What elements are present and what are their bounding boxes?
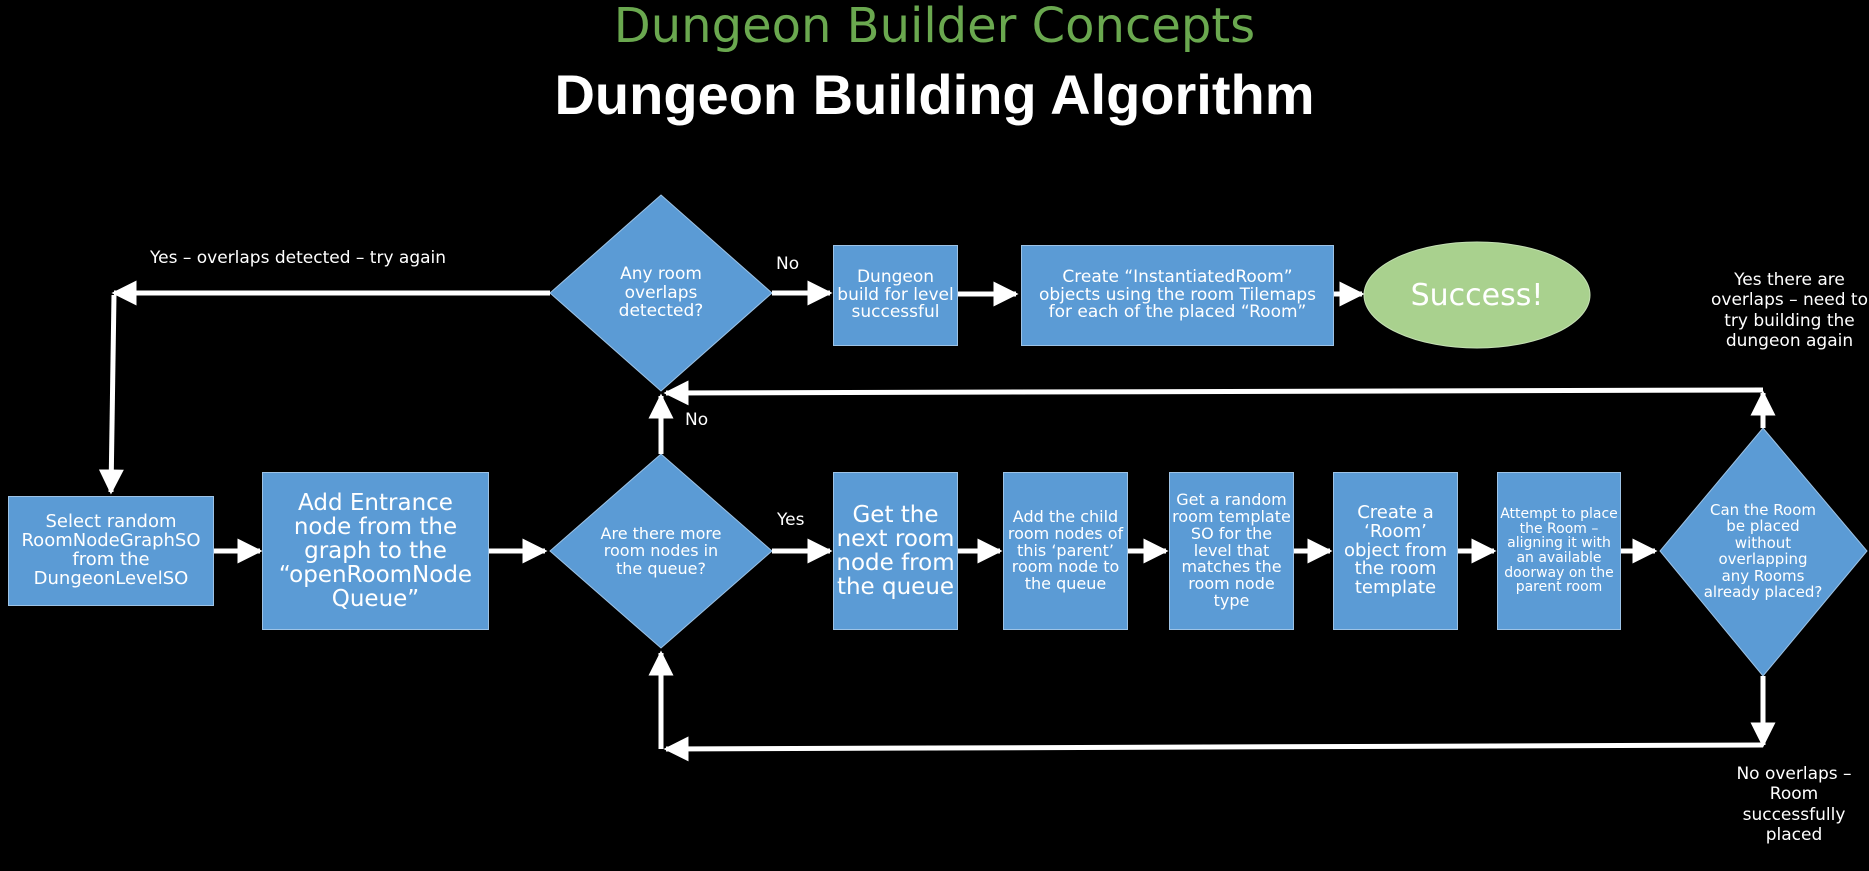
overlap-again-label: Yes there are overlaps – need to try bui…: [1711, 270, 1868, 352]
diamond-more-nodes: [549, 453, 773, 649]
success-label: Success!: [1410, 277, 1544, 313]
add-entrance-box: Add Entrance node from the graph to the …: [262, 472, 489, 630]
add-child-box: Add the child room nodes of this ‘parent…: [1003, 472, 1128, 630]
no-label-mid: No: [685, 410, 709, 430]
diamond-any-overlaps: [549, 194, 773, 392]
retry-label: Yes – overlaps detected – try again: [150, 248, 447, 268]
yes-label-mid: Yes: [777, 510, 805, 530]
no-overlaps-label: No overlaps – Room successfully placed: [1736, 764, 1852, 846]
select-graph-box: Select random RoomNodeGraphSO from the D…: [8, 496, 214, 606]
get-next-box: Get the next room node from the queue: [833, 472, 958, 630]
slide-subtitle: Dungeon Builder Concepts: [613, 0, 1256, 54]
more-nodes-text: Are there more room nodes in the queue?: [600, 523, 722, 578]
attempt-place-box: Attempt to place the Room – aligning it …: [1497, 472, 1621, 630]
can-place-text: Can the Room be placed without overlappi…: [1703, 500, 1823, 601]
slide-title: Dungeon Building Algorithm: [554, 63, 1315, 126]
random-template-box: Get a random room template SO for the le…: [1169, 472, 1294, 630]
instantiate-box: Create “InstantiatedRoom” objects using …: [1021, 245, 1334, 346]
create-room-box: Create a ‘Room’ object from the room tem…: [1333, 472, 1458, 630]
any-overlaps-text: Any room overlaps detected?: [618, 263, 704, 322]
build-success-box: Dungeon build for level successful: [833, 245, 958, 346]
no-label-top: No: [776, 254, 800, 274]
